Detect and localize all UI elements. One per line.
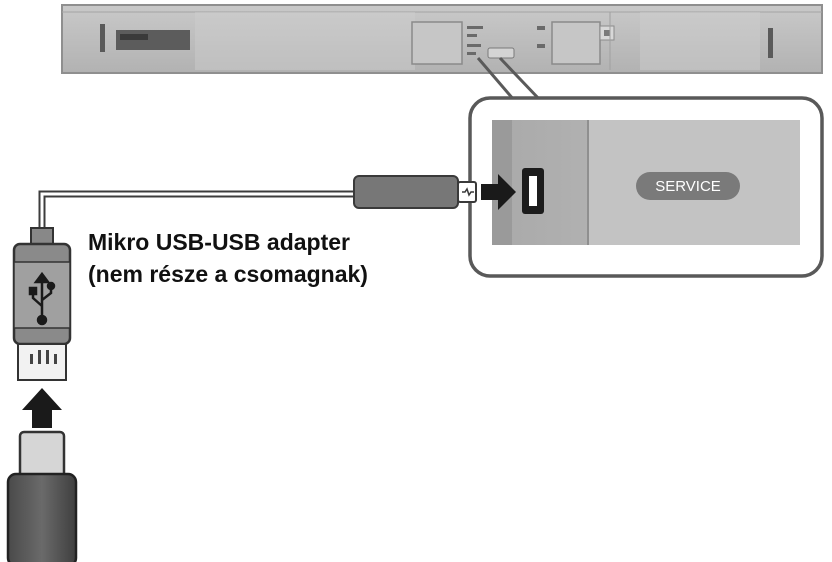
usb-flash-drive — [6, 430, 78, 562]
service-label-badge — [636, 172, 740, 200]
micro-usb-plug-tip — [457, 181, 477, 203]
adapter-caption-line-1: Mikro USB-USB adapter — [88, 229, 350, 255]
soundbar-side-slot-left — [100, 24, 105, 52]
soundbar-side-slot-right — [768, 28, 773, 58]
arrow-up-icon — [22, 388, 62, 428]
adapter-caption-line-2: (nem része a csomagnak) — [88, 261, 368, 287]
arrow-right-icon — [481, 174, 516, 210]
usb-adapter — [12, 227, 72, 381]
zoom-callout: SERVICE — [468, 56, 824, 278]
usb-trident-icon — [28, 271, 56, 326]
soundbar-service-block — [551, 21, 601, 65]
soundbar-port-block — [411, 21, 463, 65]
usb-a-connector — [17, 343, 67, 381]
soundbar — [61, 4, 823, 74]
service-label: SERVICE — [655, 178, 721, 195]
micro-usb-plug-body — [353, 175, 459, 209]
usb-cable — [38, 175, 477, 232]
